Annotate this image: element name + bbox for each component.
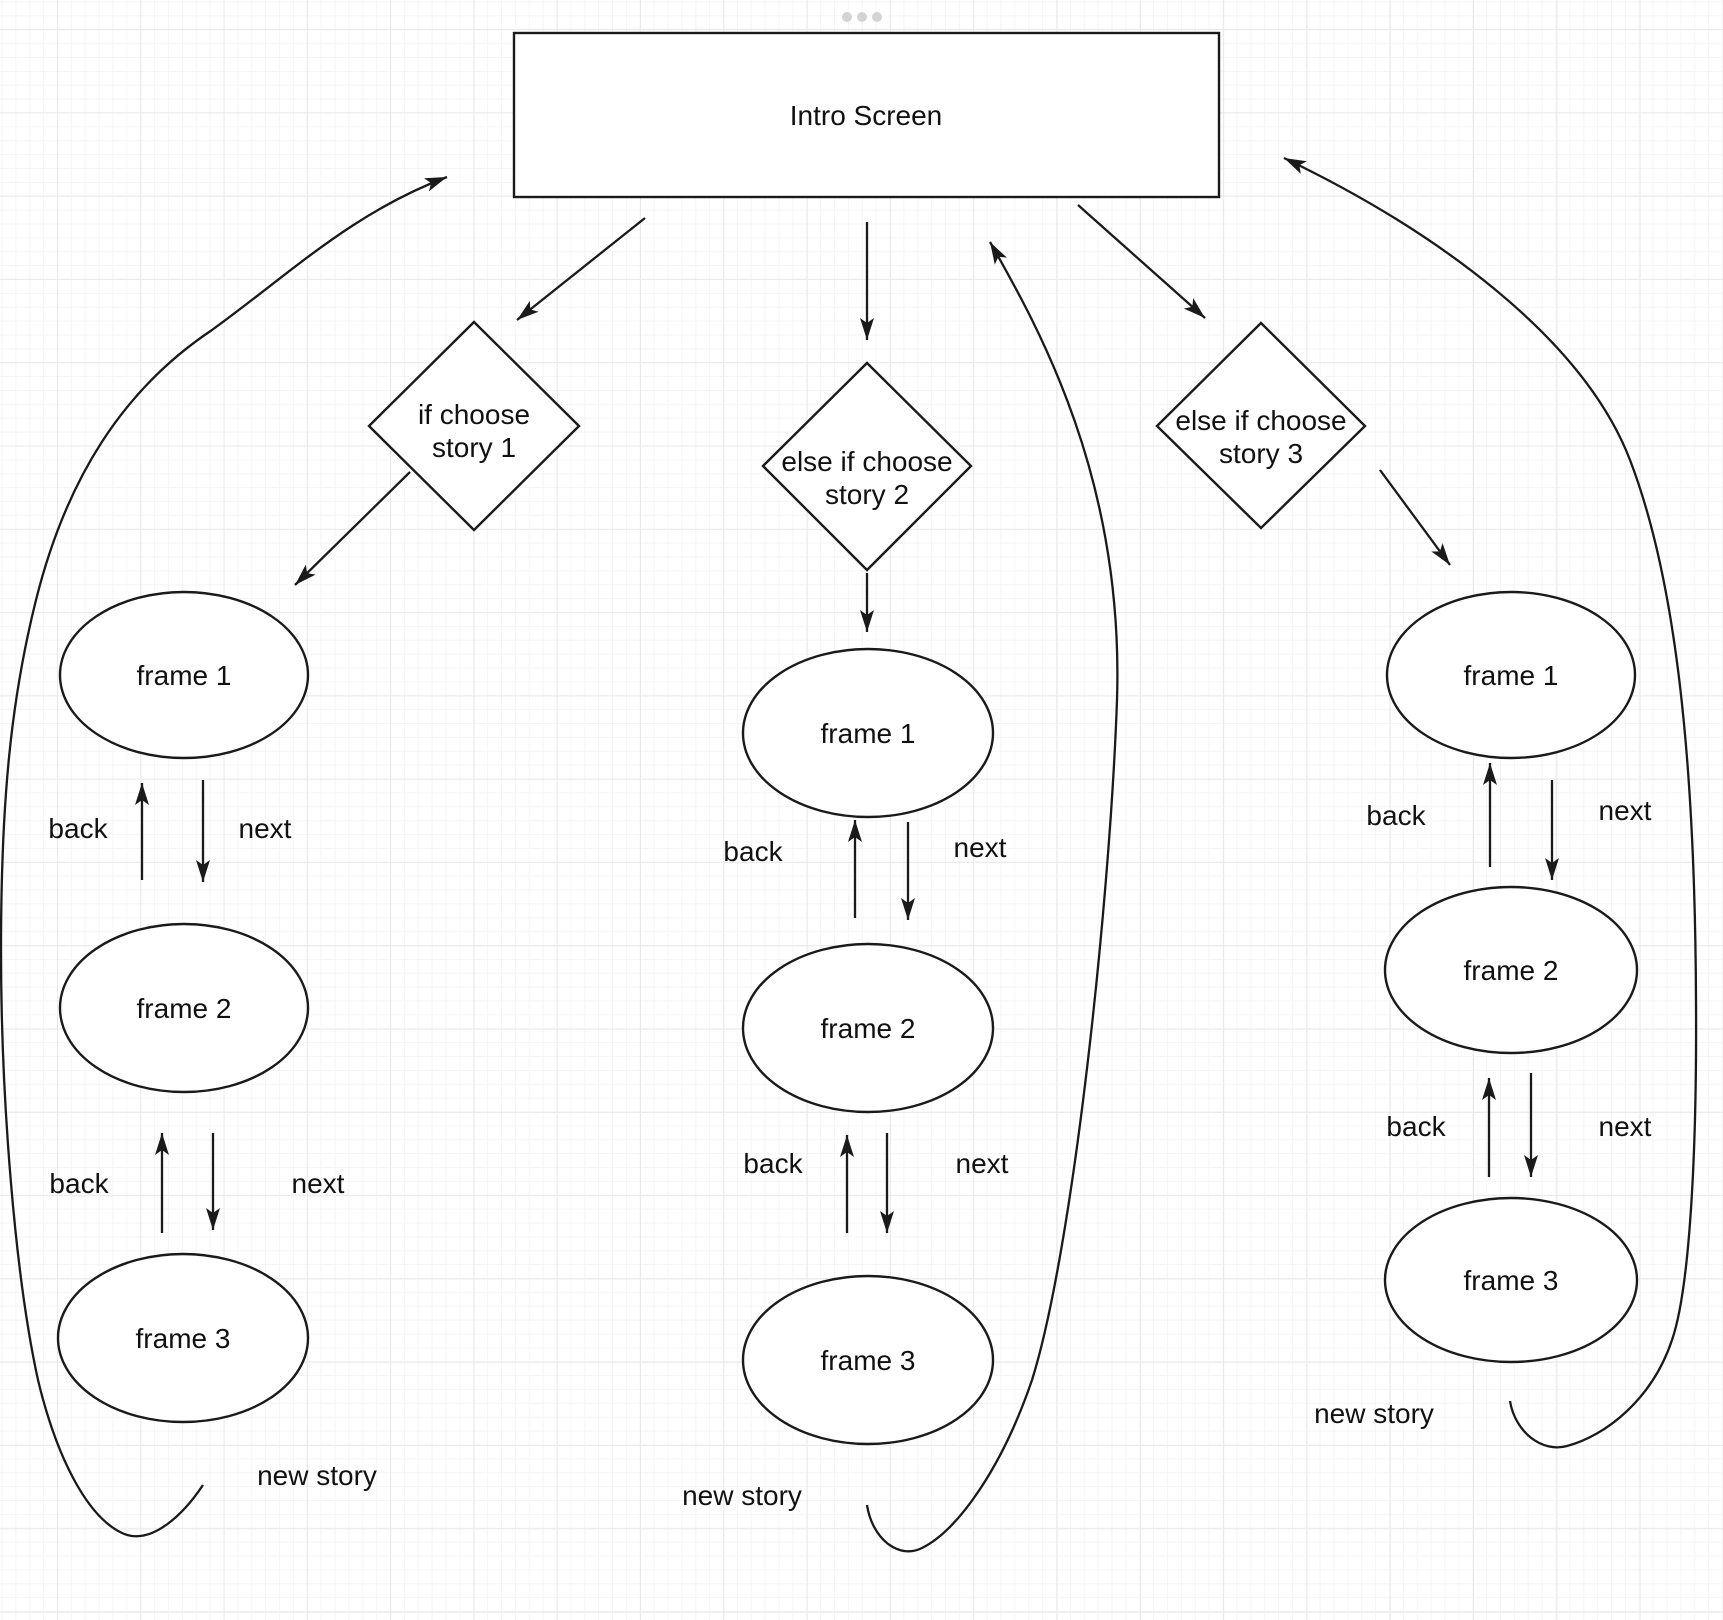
story1-back-label-2: back — [49, 1168, 109, 1199]
story3-frame2-node[interactable]: frame 2 — [1383, 885, 1639, 1055]
story2-frame2-label: frame 2 — [821, 1013, 916, 1044]
story1-frame2-node[interactable]: frame 2 — [58, 922, 310, 1094]
story2-frame2-node[interactable]: frame 2 — [741, 942, 995, 1114]
decision-story3-label-line1: else if choose — [1175, 405, 1346, 436]
story3-new-story-label: new story — [1314, 1398, 1434, 1429]
story2-new-story-curve[interactable] — [865, 241, 1119, 1553]
story3-frame3-label: frame 3 — [1464, 1265, 1559, 1296]
story2-frame1-label: frame 1 — [821, 718, 916, 749]
intro-screen-node[interactable]: Intro Screen — [512, 31, 1221, 199]
ellipsis-dots — [842, 12, 882, 22]
story1-new-story-curve[interactable] — [0, 175, 448, 1538]
arrow-story1-to-frame1[interactable] — [294, 471, 411, 586]
decision-story1-label-line1: if choose — [418, 399, 530, 430]
decision-story1-label-line2: story 1 — [432, 432, 516, 463]
story2-frame1-node[interactable]: frame 1 — [741, 647, 995, 819]
decision-story2-node[interactable]: else if choose story 2 — [761, 361, 973, 572]
story3-frame3-ellipse[interactable] — [1383, 1196, 1639, 1364]
dot-icon — [842, 12, 852, 22]
story3-frame1-ellipse[interactable] — [1385, 590, 1637, 760]
decision-story2-label-line1: else if choose — [781, 446, 952, 477]
story3-frame2-ellipse[interactable] — [1383, 885, 1639, 1055]
decision-story1-diamond[interactable] — [367, 320, 581, 532]
story2-next-label-2: next — [956, 1148, 1009, 1179]
story3-next-label-1: next — [1599, 795, 1652, 826]
story3-frame2-label: frame 2 — [1464, 955, 1559, 986]
story1-frame3-node[interactable]: frame 3 — [56, 1252, 310, 1424]
story2-new-story-label: new story — [682, 1480, 802, 1511]
arrow-intro-to-story1[interactable] — [516, 217, 646, 321]
story1-back-label-1: back — [48, 813, 108, 844]
decision-story3-diamond[interactable] — [1155, 321, 1367, 530]
story1-frame3-label: frame 3 — [136, 1323, 231, 1354]
story2-frame3-node[interactable]: frame 3 — [741, 1274, 995, 1446]
decision-story2-diamond[interactable] — [761, 361, 973, 572]
story1-next-label-1: next — [239, 813, 292, 844]
story3-back-label-2: back — [1386, 1111, 1446, 1142]
story2-next-label-1: next — [954, 832, 1007, 863]
decision-story3-label-line2: story 3 — [1219, 438, 1303, 469]
story3-frame1-node[interactable]: frame 1 — [1385, 590, 1637, 760]
decision-story1-node[interactable]: if choose story 1 — [367, 320, 581, 532]
story1-frame1-ellipse[interactable] — [58, 590, 310, 760]
story1-frame3-ellipse[interactable] — [56, 1252, 310, 1424]
story1-frame1-node[interactable]: frame 1 — [58, 590, 310, 760]
intro-screen-label: Intro Screen — [790, 100, 943, 131]
story3-new-story-curve[interactable] — [1283, 156, 1698, 1449]
story1-new-story-label: new story — [257, 1460, 377, 1491]
story1-frame2-ellipse[interactable] — [58, 922, 310, 1094]
arrow-story3-to-frame1[interactable] — [1379, 469, 1451, 566]
story1-next-label-2: next — [292, 1168, 345, 1199]
story2-back-label-2: back — [743, 1148, 803, 1179]
dot-icon — [857, 12, 867, 22]
story3-frame1-label: frame 1 — [1464, 660, 1559, 691]
story3-next-label-2: next — [1599, 1111, 1652, 1142]
story2-frame3-label: frame 3 — [821, 1345, 916, 1376]
dot-icon — [872, 12, 882, 22]
story2-frame3-ellipse[interactable] — [741, 1274, 995, 1446]
decision-story2-label-line2: story 2 — [825, 479, 909, 510]
story3-back-label-1: back — [1366, 800, 1426, 831]
story2-frame2-ellipse[interactable] — [741, 942, 995, 1114]
intro-screen-box[interactable] — [512, 31, 1221, 199]
story2-frame1-ellipse[interactable] — [741, 647, 995, 819]
decision-story3-node[interactable]: else if choose story 3 — [1155, 321, 1367, 530]
story3-frame3-node[interactable]: frame 3 — [1383, 1196, 1639, 1364]
story1-frame1-label: frame 1 — [137, 660, 232, 691]
story2-back-label-1: back — [723, 836, 783, 867]
story1-frame2-label: frame 2 — [137, 993, 232, 1024]
arrow-intro-to-story3[interactable] — [1077, 204, 1206, 319]
